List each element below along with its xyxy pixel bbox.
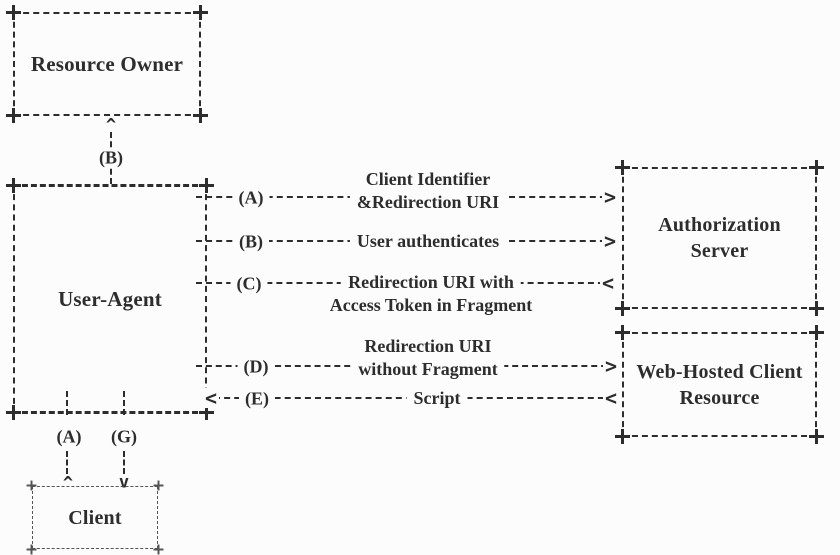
corner-plus-icon bbox=[809, 325, 824, 340]
corner-plus-icon bbox=[615, 160, 630, 175]
authorization-server-box: Authorization Server bbox=[615, 160, 824, 316]
authorization-server-label-line2: Server bbox=[690, 240, 749, 262]
flow-e-message: Script bbox=[406, 387, 468, 410]
arrowhead-right-icon: > bbox=[601, 185, 619, 209]
flow-b-message: User authenticates bbox=[349, 230, 507, 253]
flow-e-label: (E) bbox=[239, 388, 275, 410]
web-hosted-label-line2: Resource bbox=[679, 386, 760, 409]
web-hosted-client-resource-box: Web-Hosted Client Resource bbox=[615, 325, 824, 444]
flow-a-label: (A) bbox=[232, 187, 270, 209]
flow-d-message-line2: without Fragment bbox=[351, 358, 505, 381]
arrowhead-right-icon: > bbox=[601, 229, 619, 253]
flow-d-message-line1: Redirection URI bbox=[357, 335, 499, 358]
resource-owner-label: Resource Owner bbox=[30, 52, 184, 76]
flow-d-label: (D) bbox=[237, 356, 275, 378]
web-hosted-label-line1: Web-Hosted Client bbox=[636, 360, 803, 383]
flow-b-message-line1: User authenticates bbox=[349, 230, 507, 253]
client-down-connector-line bbox=[123, 451, 125, 474]
corner-plus-icon bbox=[615, 301, 630, 316]
arrowhead-left-icon: < bbox=[202, 386, 220, 410]
corner-plus-icon bbox=[6, 405, 21, 420]
arrowhead-left-icon: < bbox=[602, 386, 620, 410]
arrowhead-down-icon: v bbox=[116, 472, 132, 493]
arrowhead-right-icon: > bbox=[602, 354, 620, 378]
corner-plus-icon bbox=[193, 108, 208, 123]
corner-plus-icon bbox=[615, 429, 630, 444]
client-up-connector-tick bbox=[66, 391, 68, 415]
flow-c-message-line2: Access Token in Fragment bbox=[322, 294, 540, 317]
connector-a-label: (A) bbox=[50, 426, 88, 448]
corner-plus-icon bbox=[6, 178, 21, 193]
flow-a-message-line1: Client Identifier bbox=[358, 168, 498, 191]
flow-e-message-line1: Script bbox=[406, 387, 468, 410]
resource-owner-box: Resource Owner bbox=[6, 5, 208, 123]
client-label: Client bbox=[68, 506, 122, 529]
arrowhead-up-icon: ^ bbox=[60, 473, 76, 494]
connector-b-label: (B) bbox=[93, 147, 129, 169]
authorization-server-label-line1: Authorization bbox=[658, 214, 781, 236]
client-up-connector-line bbox=[66, 451, 68, 474]
corner-plus-icon bbox=[809, 429, 824, 444]
flow-c-label: (C) bbox=[230, 273, 268, 295]
flow-a-message-line2: &Redirection URI bbox=[349, 191, 507, 214]
corner-plus-icon bbox=[153, 544, 164, 555]
flow-d-message: Redirection URI without Fragment bbox=[351, 335, 505, 381]
connector-g-label: (G) bbox=[105, 426, 143, 448]
flow-c-message: Redirection URI with Access Token in Fra… bbox=[322, 271, 540, 317]
flow-b-label: (B) bbox=[233, 231, 269, 253]
arrowhead-left-icon: < bbox=[599, 271, 617, 295]
corner-plus-icon bbox=[199, 178, 214, 193]
corner-plus-icon bbox=[809, 160, 824, 175]
corner-plus-icon bbox=[26, 544, 37, 555]
client-down-connector-tick bbox=[123, 391, 125, 415]
corner-plus-icon bbox=[26, 480, 37, 491]
corner-plus-icon bbox=[615, 325, 630, 340]
arrowhead-up-icon: ^ bbox=[103, 115, 119, 136]
corner-plus-icon bbox=[809, 301, 824, 316]
client-box: Client bbox=[26, 480, 164, 555]
user-agent-label: User-Agent bbox=[58, 287, 162, 311]
corner-plus-icon bbox=[6, 5, 21, 20]
corner-plus-icon bbox=[153, 480, 164, 491]
flow-c-message-line1: Redirection URI with bbox=[341, 271, 521, 294]
user-agent-box: User-Agent bbox=[6, 178, 214, 420]
flow-a-message: Client Identifier &Redirection URI bbox=[349, 168, 507, 214]
corner-plus-icon bbox=[6, 108, 21, 123]
corner-plus-icon bbox=[193, 5, 208, 20]
